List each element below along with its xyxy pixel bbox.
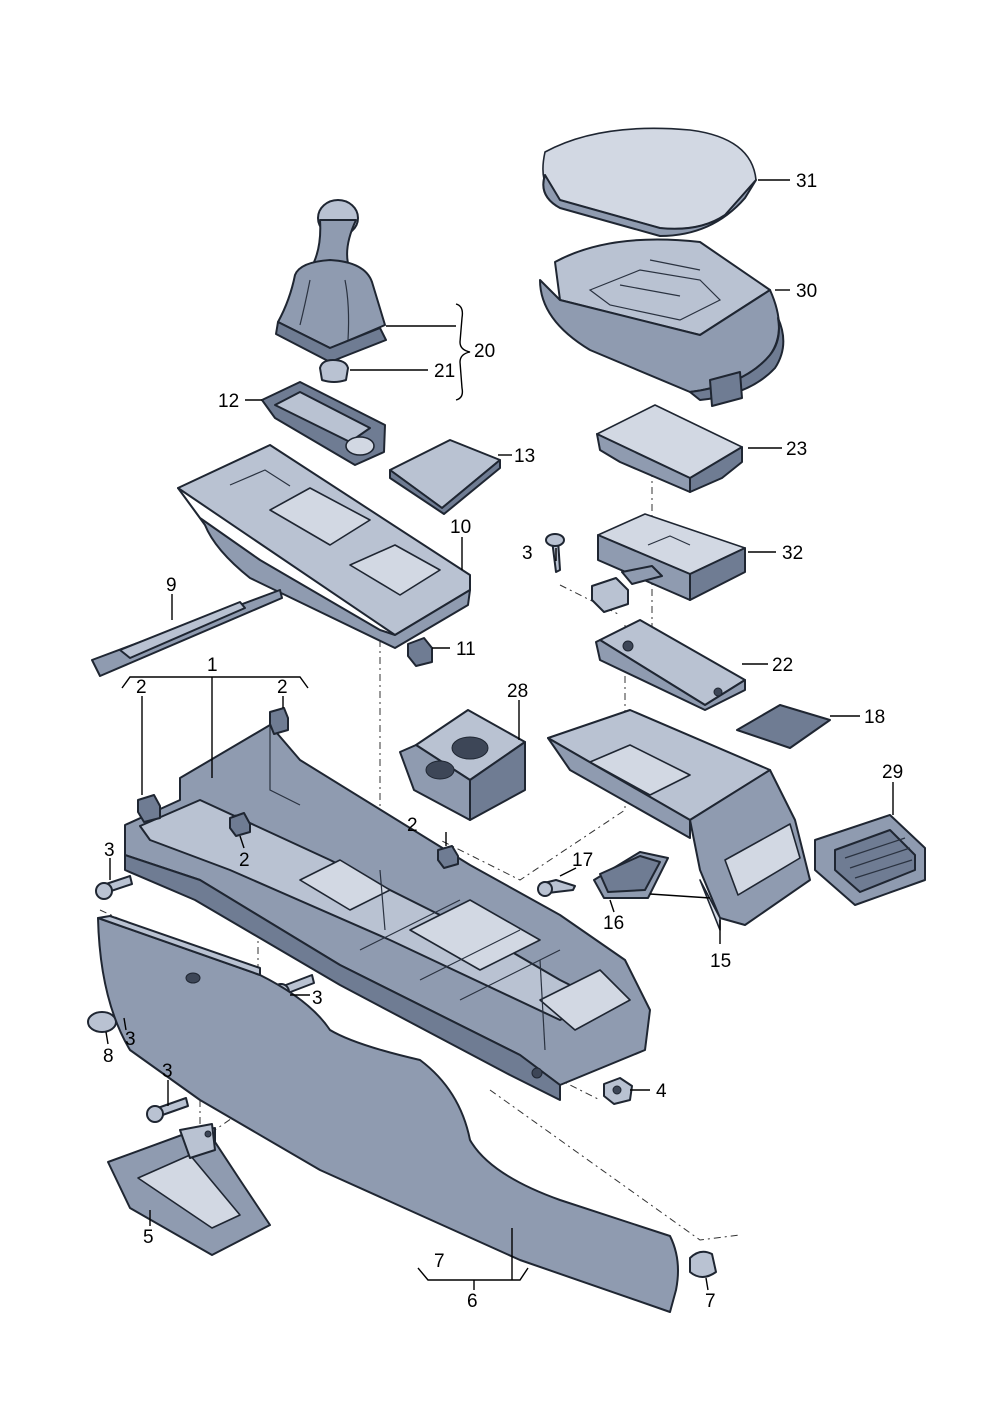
callout-3-mid: 3 xyxy=(312,988,323,1009)
part-4-nut xyxy=(603,1077,633,1105)
part-32-control-unit xyxy=(591,513,746,613)
callout-16: 16 xyxy=(603,913,624,934)
part-5-bracket xyxy=(107,1123,271,1256)
callout-1: 1 xyxy=(207,655,218,676)
callout-23: 23 xyxy=(786,439,807,460)
part-11-clip xyxy=(407,637,433,667)
callout-4: 4 xyxy=(656,1081,667,1102)
callout-32: 32 xyxy=(782,543,803,564)
part-8-plug xyxy=(87,1011,117,1033)
callout-21: 21 xyxy=(434,361,455,382)
callout-12: 12 xyxy=(218,391,239,412)
callout-2-right: 2 xyxy=(277,677,288,698)
part-13-lid xyxy=(389,439,501,515)
callout-3-bottom: 3 xyxy=(162,1061,173,1082)
part-18-pad xyxy=(736,704,831,749)
part-28-cup-holder xyxy=(399,709,526,821)
callout-13: 13 xyxy=(514,446,535,467)
part-20-gear-knob-boot xyxy=(275,199,387,363)
part-21-clamp-ring xyxy=(319,359,349,383)
part-15-rear-panel xyxy=(547,709,811,931)
callout-11: 11 xyxy=(456,639,476,660)
callout-20: 20 xyxy=(474,341,495,362)
part-2-clips xyxy=(137,707,459,869)
callout-17: 17 xyxy=(572,850,593,871)
part-31-armrest-cushion xyxy=(542,127,757,237)
callout-30: 30 xyxy=(796,281,817,302)
callout-7-left: 7 xyxy=(434,1251,445,1272)
callout-7-right: 7 xyxy=(705,1291,716,1312)
part-7-clip xyxy=(689,1250,717,1278)
part-10-console-top xyxy=(177,444,471,649)
callout-2-left: 2 xyxy=(136,677,147,698)
callout-2-center: 2 xyxy=(407,815,418,836)
callout-18: 18 xyxy=(864,707,885,728)
callout-22: 22 xyxy=(772,655,793,676)
callout-labels: 31 30 20 21 12 13 23 10 3 32 9 11 22 1 2… xyxy=(103,171,903,1312)
callout-3-left: 3 xyxy=(104,840,115,861)
callout-2-frame: 2 xyxy=(239,850,250,871)
part-16-switch-block xyxy=(593,851,669,899)
part-22-bracket xyxy=(595,619,746,711)
callout-3-top: 3 xyxy=(522,543,533,564)
callout-15: 15 xyxy=(710,951,731,972)
part-6-side-panel xyxy=(97,915,679,1313)
callout-8: 8 xyxy=(103,1046,114,1067)
part-17-screw xyxy=(537,879,576,897)
callout-10: 10 xyxy=(450,517,471,538)
part-9-trim-strip xyxy=(91,589,283,677)
leader-lines xyxy=(105,179,894,1291)
callout-6: 6 xyxy=(467,1291,478,1312)
part-1-console-frame xyxy=(124,724,651,1101)
callout-9: 9 xyxy=(166,575,177,596)
callout-28: 28 xyxy=(507,681,528,702)
callout-31: 31 xyxy=(796,171,817,192)
callout-5: 5 xyxy=(143,1227,154,1248)
part-23-tray-cover xyxy=(596,404,743,493)
callout-3-lower-left: 3 xyxy=(125,1029,136,1050)
callout-29: 29 xyxy=(882,762,903,783)
part-12-trim-frame xyxy=(261,381,386,466)
part-29-air-vent xyxy=(814,814,926,906)
part-30-armrest xyxy=(539,238,785,407)
